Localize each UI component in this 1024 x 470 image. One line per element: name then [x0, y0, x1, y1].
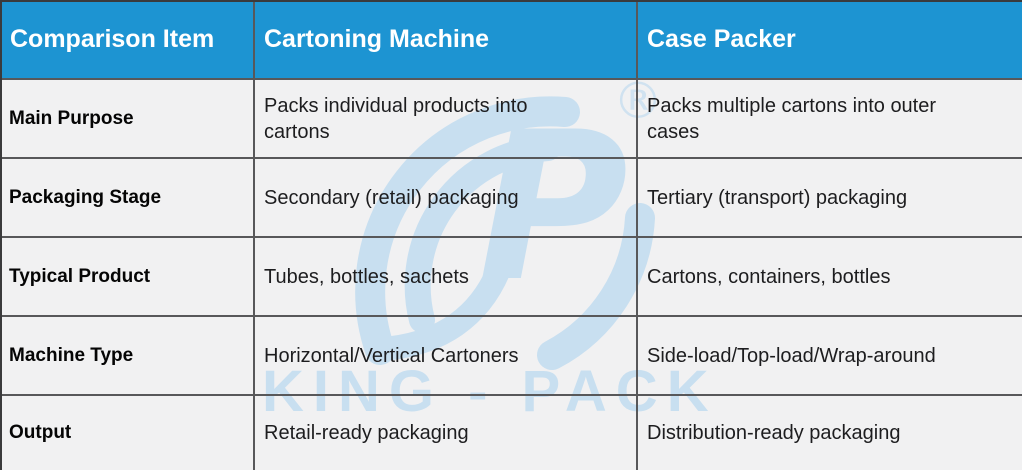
row-packaging-stage-label: Packaging Stage	[9, 186, 162, 208]
row-machine-type-label: Machine Type	[9, 344, 134, 366]
row-packaging-stage-casepacker-value: Tertiary (transport) packaging	[647, 186, 908, 209]
row-main-purpose-cartoning-value: Packs individual products into cartons	[264, 94, 528, 143]
row-output-casepacker-value: Distribution-ready packaging	[647, 421, 901, 444]
header-case-packer: Case Packer	[637, 0, 1024, 79]
row-packaging-stage-cartoning-value: Secondary (retail) packaging	[264, 186, 519, 209]
row-output-cartoning-value: Retail-ready packaging	[264, 421, 469, 444]
row-typical-product-cartoning-value: Tubes, bottles, sachets	[264, 265, 469, 288]
row-typical-product-casepacker-value: Cartons, containers, bottles	[647, 265, 891, 288]
header-comparison-item: Comparison Item	[0, 0, 254, 79]
row-output-label: Output	[9, 421, 72, 443]
row-machine-type-cartoning-value: Horizontal/Vertical Cartoners	[264, 344, 519, 367]
row-typical-product-label: Typical Product	[9, 265, 151, 287]
row-main-purpose-label: Main Purpose	[9, 107, 134, 129]
header-cartoning-machine: Cartoning Machine	[254, 0, 637, 79]
row-machine-type-casepacker-value: Side-load/Top-load/Wrap-around	[647, 344, 936, 367]
row-main-purpose-casepacker-value: Packs multiple cartons into outer cases	[647, 94, 937, 143]
